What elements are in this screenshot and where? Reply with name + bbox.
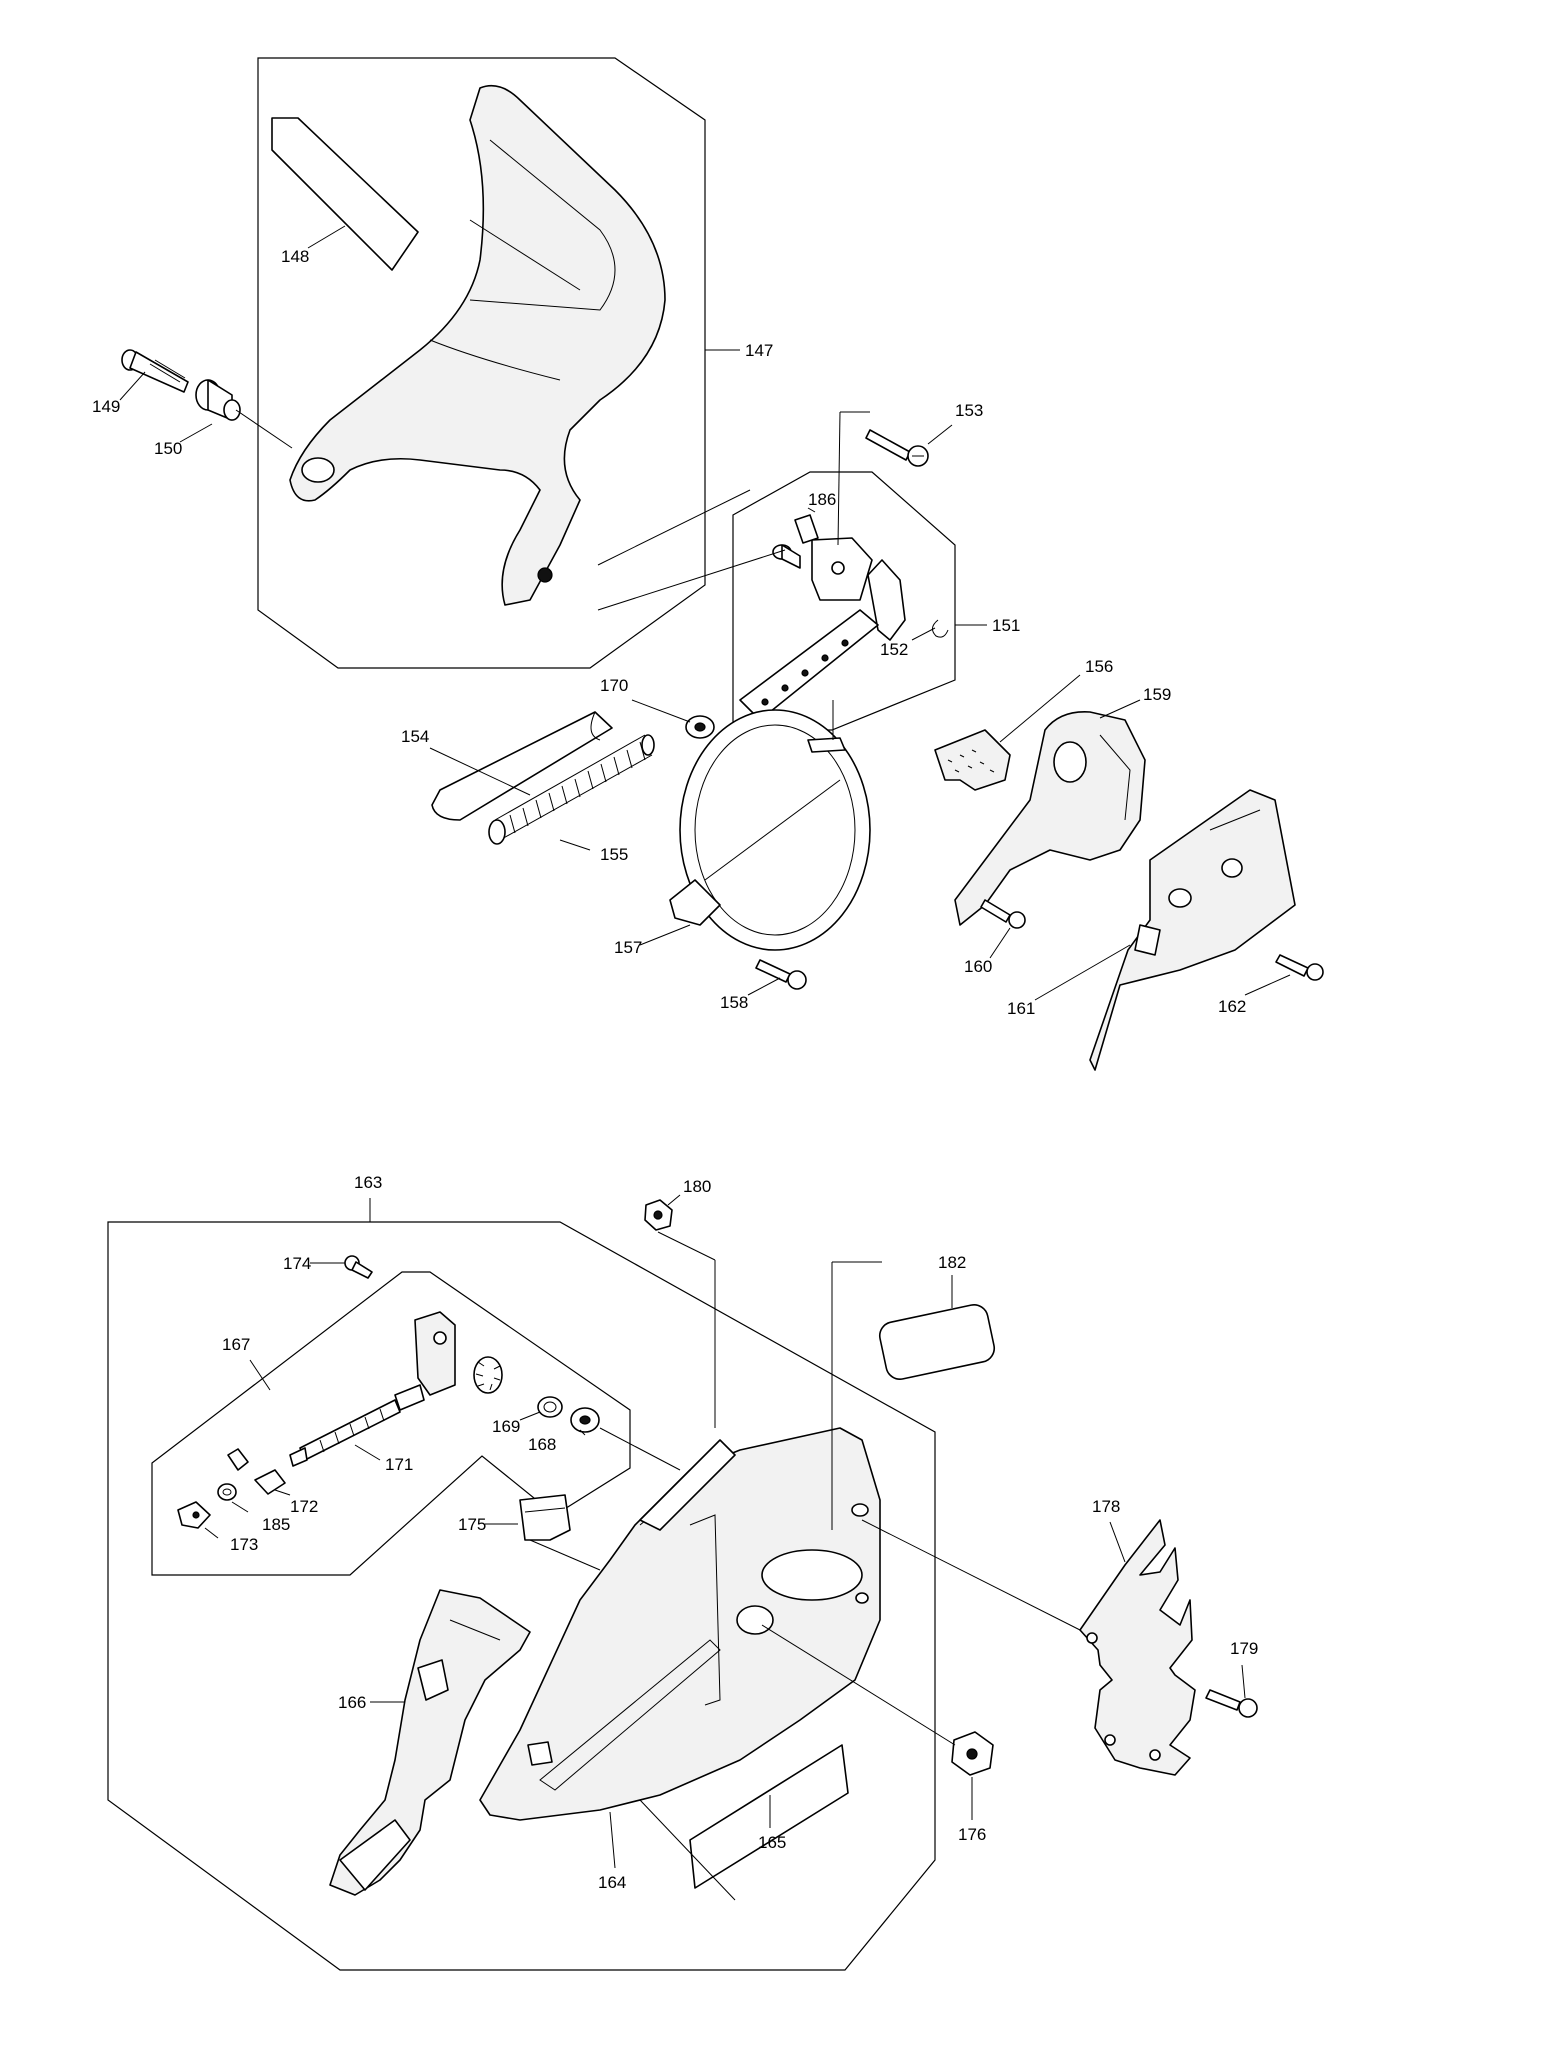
guard-pivot-hole [301,457,335,483]
spring-155 [488,734,655,845]
hand-guard-147 [289,84,666,606]
callout-156: 156 [1085,657,1113,676]
cover-fin [639,1439,736,1531]
collar-150 [195,379,241,421]
bolt-149 [121,349,189,393]
adjuster-screw-171 [299,1399,401,1461]
callout-147: 147 [745,341,773,360]
chain-catcher-166 [329,1589,531,1896]
hand-guard-outline [257,57,706,669]
catch-175 [519,1494,571,1541]
callout-178: 178 [1092,1497,1120,1516]
filter-156 [934,729,1011,791]
adjuster-pin-172 [254,1469,286,1495]
sprocket-cover-outline [107,1221,936,1971]
screw-179 [1205,1689,1258,1718]
callout-176: 176 [958,1825,986,1844]
callout-152: 152 [880,640,908,659]
callout-164: 164 [598,1873,626,1892]
callout-158: 158 [720,993,748,1012]
brake-housing-159 [954,711,1146,926]
callout-179: 179 [1230,1639,1258,1658]
callout-labels: 147 148 149 150 151 152 153 154 155 156 … [92,225,1291,1892]
callout-168: 168 [528,1435,556,1454]
decal-148 [271,117,419,271]
screw-160 [980,899,1026,929]
adjuster-gear [473,1356,503,1394]
clip-152 [932,619,949,638]
screw-153 [865,429,929,467]
sleeve-154 [431,711,613,821]
sprocket-cover-164 [479,1427,881,1821]
callout-186: 186 [808,490,836,509]
callout-173: 173 [230,1535,258,1554]
callout-150: 150 [154,439,182,458]
callout-161: 161 [1007,999,1035,1018]
adjuster-housing [414,1311,456,1396]
washer-170 [685,715,715,739]
callout-153: 153 [955,401,983,420]
hand-guard-group [121,57,706,669]
pin-186 [794,514,819,544]
bar-stud-slot [761,1549,863,1601]
callout-172: 172 [290,1497,318,1516]
decal-182 [878,1304,996,1380]
callout-180: 180 [683,1177,711,1196]
callout-160: 160 [964,957,992,976]
guard-mount-hole [537,567,553,583]
band-tab [669,879,721,926]
callout-182: 182 [938,1253,966,1272]
brake-band-157 [669,700,871,951]
brake-linkage-group [597,411,956,731]
callout-170: 170 [600,676,628,695]
callout-162: 162 [1218,997,1246,1016]
link-arm [867,559,906,641]
callout-185: 185 [262,1515,290,1534]
callout-157: 157 [614,938,642,957]
perforated-strip [739,609,879,721]
callout-175: 175 [458,1515,486,1534]
nut-176 [951,1731,994,1776]
callout-159: 159 [1143,685,1171,704]
callout-165: 165 [758,1833,786,1852]
screw-158 [755,959,807,990]
callout-166: 166 [338,1693,366,1712]
nut-180 [644,1199,673,1231]
band-clip [807,737,846,753]
decal-165 [689,1744,849,1889]
guard-plate-178 [1079,1519,1196,1776]
callout-171: 171 [385,1455,413,1474]
side-plate-161 [1089,789,1296,1071]
callout-148: 148 [281,247,309,266]
sprocket-cover-group [107,1199,1081,1971]
callout-149: 149 [92,397,120,416]
washer-185 [217,1483,237,1501]
callout-151: 151 [992,616,1020,635]
callout-174: 174 [283,1254,311,1273]
callout-154: 154 [401,727,429,746]
callout-169: 169 [492,1417,520,1436]
callout-155: 155 [600,845,628,864]
chain-adjuster-outline [151,1271,631,1576]
screw-162 [1275,954,1324,981]
callout-163: 163 [354,1173,382,1192]
callout-167: 167 [222,1335,250,1354]
